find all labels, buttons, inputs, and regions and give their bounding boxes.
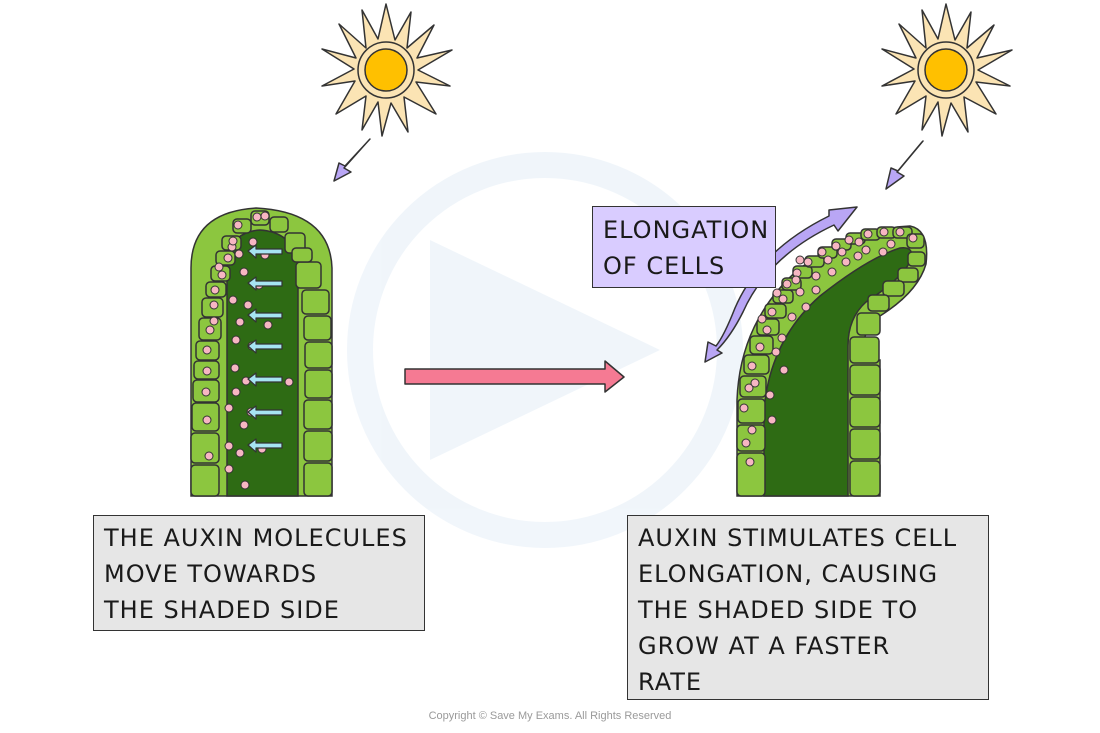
watermark bbox=[347, 152, 743, 548]
elongation-label-line-1: ELONGATION bbox=[603, 216, 770, 244]
shoot-straight bbox=[190, 207, 333, 497]
transition-arrow bbox=[404, 360, 625, 393]
elongation-label: ELONGATION OF CELLS bbox=[592, 206, 776, 288]
sun-icon-left bbox=[321, 3, 453, 137]
caption-right-line-2: ELONGATION, CAUSING bbox=[638, 560, 939, 588]
caption-right-line-5: RATE bbox=[638, 668, 703, 696]
caption-left-line-3: THE SHADED SIDE bbox=[104, 596, 340, 624]
light-arrow-left bbox=[333, 138, 371, 182]
elongation-label-line-2: OF CELLS bbox=[603, 252, 726, 280]
caption-cell-elongation: AUXIN STIMULATES CELL ELONGATION, CAUSIN… bbox=[627, 515, 989, 700]
caption-left-line-2: MOVE TOWARDS bbox=[104, 560, 318, 588]
caption-right-line-3: THE SHADED SIDE TO bbox=[638, 596, 919, 624]
caption-left-line-1: THE AUXIN MOLECULES bbox=[104, 524, 408, 552]
sun-icon-right bbox=[881, 3, 1013, 137]
light-arrow-right bbox=[885, 140, 924, 190]
auxin-movement-arrows bbox=[247, 244, 283, 453]
caption-right-line-4: GROW AT A FASTER bbox=[638, 632, 891, 660]
caption-auxin-movement: THE AUXIN MOLECULES MOVE TOWARDS THE SHA… bbox=[93, 515, 425, 631]
caption-right-line-1: AUXIN STIMULATES CELL bbox=[638, 524, 958, 552]
copyright-notice: Copyright © Save My Exams. All Rights Re… bbox=[428, 710, 672, 722]
shoot-bent bbox=[736, 225, 928, 497]
